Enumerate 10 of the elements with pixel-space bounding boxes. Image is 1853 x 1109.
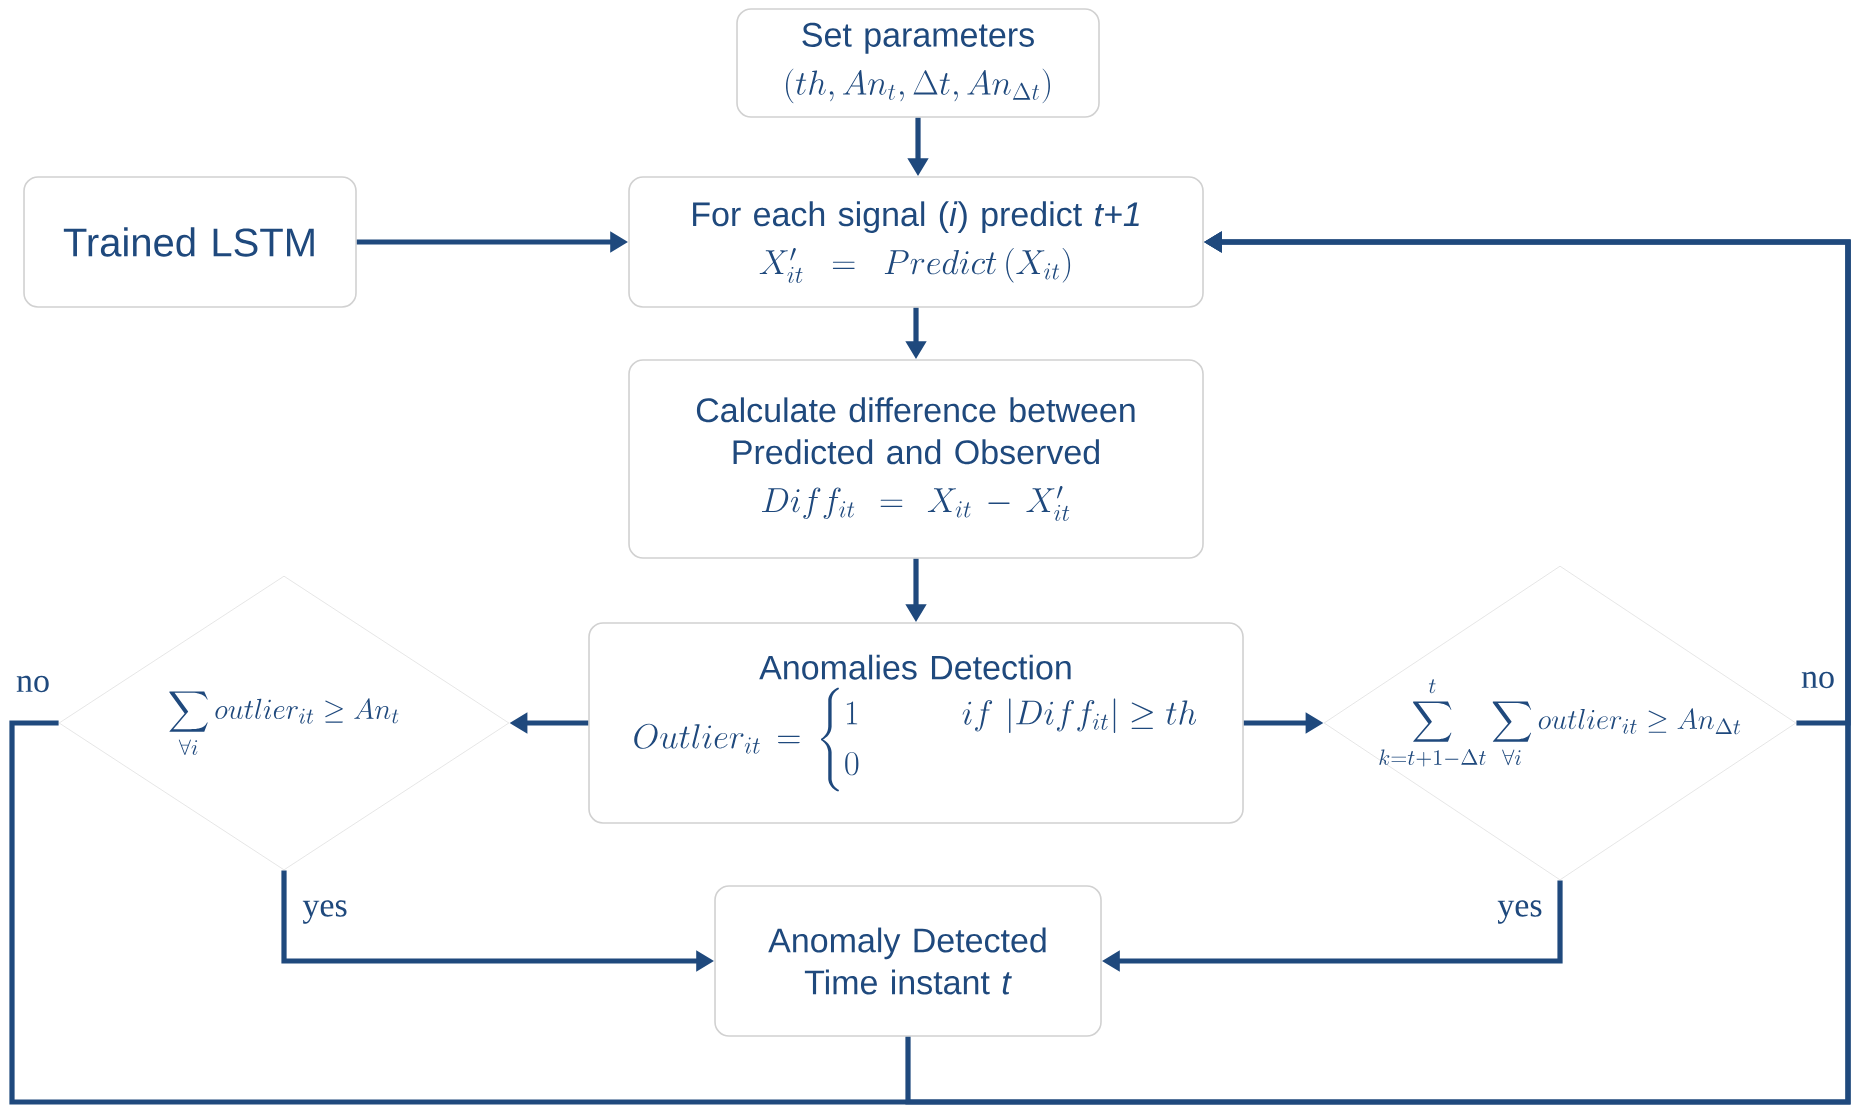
edge-label: no [14,673,52,695]
process-box: For each signal (i) predict t+1 $X'_{it} = Predict\,(X_{it})$ [628,176,1204,308]
process-box: Calculate difference between Predicted and Observed $Diff_{it} = X_{it} - X'_{it}$ [628,359,1204,559]
process-box: Anomalies Detection $Outlier_{it} = \begin{cases} 1 & \qquad if\ |Diff_{it}| \geq th \\ 0 & \end{cases}$ [588,622,1244,824]
process-box: Anomaly Detected Time instant t [714,885,1102,1037]
process-box: Trained LSTM [23,176,357,308]
edge-label: yes [1495,898,1545,926]
edge-label: no [1799,669,1837,691]
edge-label: yes [300,898,350,926]
process-box: Set parameters $(th, An_{t}, \Delta t, An_{\Delta t})$ [736,8,1100,118]
